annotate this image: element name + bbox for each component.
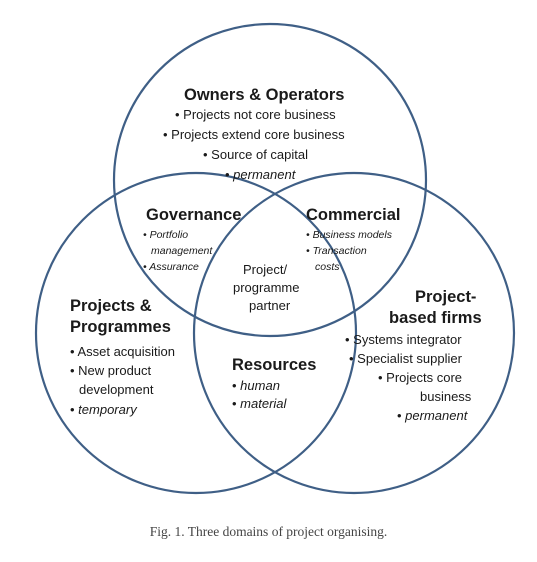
resources-item: • human [232,378,280,393]
firms-item-italic: • permanent [397,408,468,423]
firms-title: Project- [415,288,477,306]
governance-item: • Assurance [143,261,199,273]
projects-circle [34,171,358,495]
firms-item: business [420,389,472,404]
projects-item: development [79,382,154,397]
governance-item: • Portfolio [143,229,189,241]
firms-item: • Specialist supplier [349,351,462,366]
owners-item: • Projects extend core business [163,127,345,142]
projects-italic-label: temporary [78,402,137,417]
projects-item: • New product [70,363,152,378]
figure-caption: Fig. 1. Three domains of project organis… [149,524,388,539]
center-label: Project/ [243,262,288,277]
owners-item: • Source of capital [203,147,308,162]
firms-circle [192,171,516,495]
owners-circle [112,22,428,338]
center-label: partner [249,298,291,313]
commercial-item: • Business models [306,229,392,241]
projects-item: • Asset acquisition [70,344,175,359]
owners-item: • Projects not core business [175,107,336,122]
resources-item: • material [232,396,287,411]
projects-title: Programmes [70,318,171,336]
owners-italic-label: permanent [233,167,296,182]
firms-italic-label: permanent [405,408,468,423]
commercial-item: • Transaction [306,245,367,257]
firms-title: based firms [389,309,482,327]
commercial-item: costs [315,261,340,273]
resources-item-label: material [240,396,287,411]
governance-item: management [151,245,213,257]
projects-title: Projects & [70,297,152,315]
center-label: programme [233,280,300,295]
firms-item: • Systems integrator [345,332,462,347]
resources-item-label: human [240,378,280,393]
firms-item: • Projects core [378,370,463,385]
governance-title: Governance [146,206,242,224]
owners-item-italic: • permanent [225,167,296,182]
resources-title: Resources [232,356,317,374]
owners-title: Owners & Operators [184,86,345,104]
projects-item-italic: • temporary [70,402,137,417]
commercial-title: Commercial [306,206,401,224]
